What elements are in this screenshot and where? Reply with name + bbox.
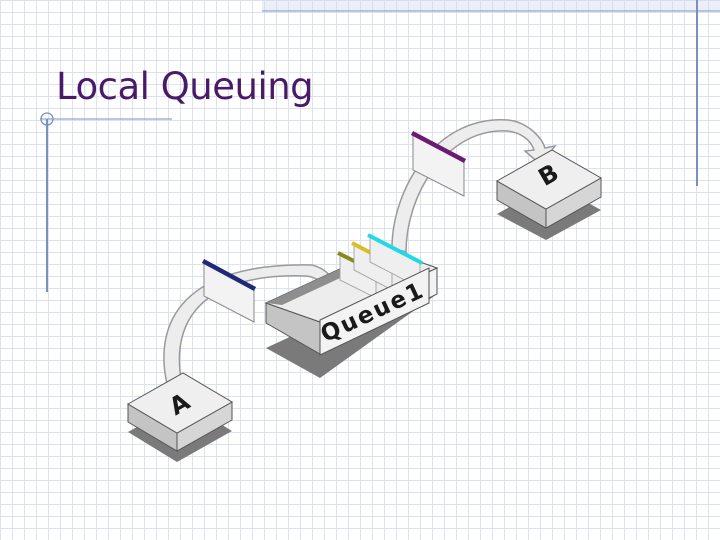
node-a-top (127, 372, 233, 434)
queued-messages (337, 233, 423, 299)
slide-title: Local Queuing (56, 65, 314, 108)
node-a: A (127, 372, 233, 462)
message-edge (201, 259, 257, 291)
queue-front-wall (319, 267, 430, 356)
node-b: B (495, 149, 603, 240)
queued-message-3-edge (367, 233, 423, 265)
message-edge (410, 131, 467, 163)
message-to-queue (201, 259, 257, 323)
top-accent-band (262, 0, 720, 11)
accent-circle (40, 112, 54, 126)
node-b-top (495, 149, 603, 210)
message-to-b (410, 131, 467, 197)
